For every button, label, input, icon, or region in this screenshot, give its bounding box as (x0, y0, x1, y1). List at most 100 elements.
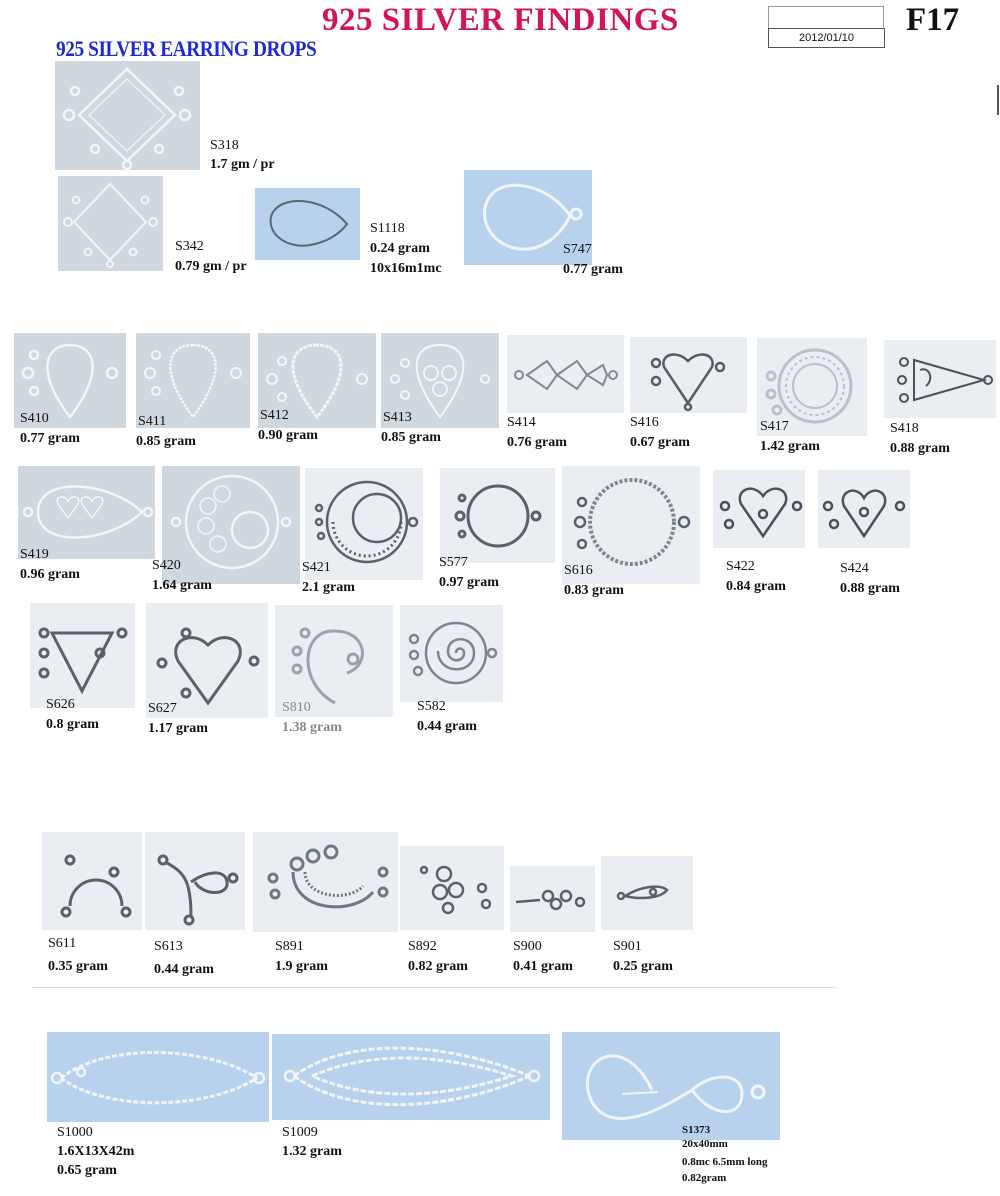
item-code: S627 (148, 701, 177, 716)
item-weight: 0.97 gram (439, 575, 499, 590)
product-photo-s1009 (272, 1034, 550, 1120)
item-weight: 0.77 gram (563, 262, 623, 277)
item-code: S747 (563, 242, 592, 257)
item-code: S901 (613, 939, 642, 954)
product-photo-s416 (630, 337, 747, 413)
item-code: S1000 (57, 1125, 93, 1140)
item-size-detail: 0.8mc 6.5mm long (682, 1156, 768, 1168)
product-photo-s413 (381, 333, 499, 428)
header-frame (768, 6, 884, 29)
date-box: 2012/01/10 (768, 28, 885, 48)
item-code: S412 (260, 408, 289, 423)
item-code: S1009 (282, 1125, 318, 1140)
item-code: S414 (507, 415, 536, 430)
item-code: S417 (760, 419, 789, 434)
item-weight: 0.44 gram (417, 719, 477, 734)
item-code: S626 (46, 697, 75, 712)
product-photo-s424 (818, 470, 910, 548)
item-code: S422 (726, 559, 755, 574)
product-photo-s892 (400, 846, 504, 930)
item-code: S1118 (370, 221, 405, 236)
item-weight: 0.84 gram (726, 579, 786, 594)
item-code: S416 (630, 415, 659, 430)
product-photo-s577 (440, 468, 555, 563)
product-photo-s1118 (255, 188, 360, 260)
divider (32, 987, 837, 988)
product-photo-s611 (42, 832, 142, 930)
item-weight: 0.88 gram (890, 441, 950, 456)
product-photo-s1000 (47, 1032, 269, 1122)
item-code: S577 (439, 555, 468, 570)
product-photo-s421 (305, 468, 423, 580)
item-weight: 1.9 gram (275, 959, 328, 974)
item-weight: 2.1 gram (302, 580, 355, 595)
item-code: S613 (154, 939, 183, 954)
page-code: F17 (906, 2, 960, 38)
item-code: S892 (408, 939, 437, 954)
product-photo-s410 (14, 333, 126, 428)
item-weight: 0.77 gram (20, 431, 80, 446)
item-code: S318 (210, 138, 239, 153)
item-weight: 0.8 gram (46, 717, 99, 732)
item-weight: 0.96 gram (20, 567, 80, 582)
item-code: S1373 (682, 1124, 711, 1136)
item-code: S420 (152, 558, 181, 573)
page-title: 925 SILVER FINDINGS (322, 2, 679, 38)
item-weight: 0.41 gram (513, 959, 573, 974)
product-photo-s613 (145, 832, 245, 930)
product-photo-s891 (253, 832, 398, 932)
product-photo-s810 (275, 605, 393, 717)
item-weight: 0.25 gram (613, 959, 673, 974)
product-photo-s747 (464, 170, 592, 265)
item-weight: 1.42 gram (760, 439, 820, 454)
item-weight: 0.85 gram (381, 430, 441, 445)
item-weight: 0.65 gram (57, 1163, 117, 1178)
item-weight: 0.44 gram (154, 962, 214, 977)
item-code: S421 (302, 560, 331, 575)
item-weight: 0.35 gram (48, 959, 108, 974)
product-photo-s412 (258, 333, 376, 428)
item-weight: 0.76 gram (507, 435, 567, 450)
edge-mark (997, 85, 999, 115)
product-photo-s901 (601, 856, 693, 930)
section-subtitle: 925 SILVER EARRING DROPS (56, 36, 317, 61)
item-size: 20x40mm (682, 1138, 728, 1150)
item-weight: 0.90 gram (258, 428, 318, 443)
product-photo-s422 (713, 470, 805, 548)
item-code: S900 (513, 939, 542, 954)
product-photo-s411 (136, 333, 250, 428)
item-weight: 0.24 gram (370, 241, 430, 256)
product-photo-s582 (400, 605, 503, 702)
product-photo-s1373 (562, 1032, 780, 1140)
product-photo-s419 (18, 466, 155, 559)
item-weight: 0.67 gram (630, 435, 690, 450)
item-code: S891 (275, 939, 304, 954)
item-code: S424 (840, 561, 869, 576)
item-code: S342 (175, 239, 204, 254)
product-photo-s420 (162, 466, 300, 584)
item-code: S418 (890, 421, 919, 436)
product-photo-s318 (55, 61, 200, 170)
item-weight: 0.83 gram (564, 583, 624, 598)
product-photo-s418 (884, 340, 996, 418)
item-weight: 1.7 gm / pr (210, 157, 275, 172)
item-size: 1.6X13X42m (57, 1144, 135, 1159)
item-code: S419 (20, 547, 49, 562)
item-code: S411 (138, 414, 167, 429)
product-photo-s417 (757, 338, 867, 436)
item-weight: 0.88 gram (840, 581, 900, 596)
item-weight: 0.79 gm / pr (175, 259, 247, 274)
item-code: S810 (282, 700, 311, 715)
product-photo-s900 (510, 866, 595, 932)
item-weight: 0.85 gram (136, 434, 196, 449)
item-code: S410 (20, 411, 49, 426)
item-code: S616 (564, 563, 593, 578)
item-weight: 0.82gram (682, 1172, 727, 1184)
item-code: S582 (417, 699, 446, 714)
product-photo-s627 (146, 603, 268, 718)
item-code: S611 (48, 936, 77, 951)
item-code: S413 (383, 410, 412, 425)
item-size: 10x16m1mc (370, 261, 442, 276)
item-weight: 0.82 gram (408, 959, 468, 974)
item-weight: 1.64 gram (152, 578, 212, 593)
